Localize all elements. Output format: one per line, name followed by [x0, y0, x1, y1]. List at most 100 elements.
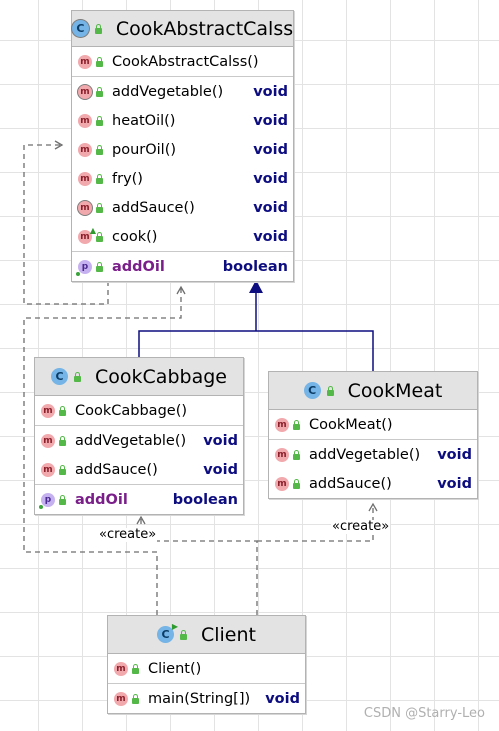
- method-row[interactable]: m addVegetable() void: [35, 426, 243, 455]
- class-name: CookAbstractCalss: [115, 17, 294, 40]
- property-icon: p: [76, 259, 92, 276]
- constructor-row[interactable]: m CookAbstractCalss(): [72, 47, 293, 76]
- class-icon: C: [303, 382, 321, 399]
- method-icon: m: [275, 447, 289, 462]
- method-row[interactable]: m▲cook()void: [72, 222, 293, 251]
- public-lock-icon: [96, 202, 103, 213]
- public-lock-icon: [179, 629, 187, 640]
- public-lock-icon: [132, 663, 139, 674]
- inheritance-arrowhead: [249, 280, 263, 293]
- method-row[interactable]: m main(String[]) void: [108, 684, 305, 713]
- abstract-class-icon: C: [71, 20, 89, 37]
- public-lock-icon: [59, 405, 66, 416]
- method-icon: m: [275, 417, 289, 432]
- public-lock-icon: [96, 173, 103, 184]
- public-lock-icon: [94, 23, 102, 34]
- create-label-left: «create»: [98, 527, 158, 542]
- public-lock-icon: [132, 693, 139, 704]
- method-name: fry(): [112, 170, 143, 187]
- class-box-cook-abstract[interactable]: C CookAbstractCalss m CookAbstractCalss()…: [71, 10, 294, 282]
- method-icon: m: [78, 171, 92, 186]
- methods-section: m addVegetable() void m addSauce() void: [35, 426, 243, 485]
- method-icon: m: [41, 433, 55, 448]
- method-row[interactable]: m addSauce() void: [72, 193, 293, 222]
- method-type: void: [253, 83, 288, 100]
- method-row[interactable]: m fry() void: [72, 164, 293, 193]
- property-icon: p: [39, 492, 55, 509]
- methods-section: m addVegetable() void m heatOil() void m pour…: [72, 77, 293, 252]
- public-lock-icon: [96, 115, 103, 126]
- method-icon: m: [41, 462, 55, 477]
- method-name: cook(): [112, 228, 158, 245]
- public-lock-icon: [96, 56, 103, 67]
- abstract-method-icon: m: [78, 200, 92, 215]
- method-name: addVegetable(): [75, 432, 187, 449]
- constructor-row[interactable]: m CookCabbage(): [35, 396, 243, 425]
- constructor-row[interactable]: m CookMeat(): [269, 410, 477, 439]
- create-label-right: «create»: [331, 519, 391, 534]
- constructor-name: CookMeat(): [309, 416, 393, 433]
- method-icon: m: [41, 403, 55, 418]
- inheritance-edges: [138, 292, 374, 371]
- method-row[interactable]: m addSauce() void: [35, 455, 243, 484]
- class-header: C CookAbstractCalss: [71, 11, 294, 47]
- method-type: void: [253, 199, 288, 216]
- field-type: boolean: [222, 258, 288, 275]
- static-method-icon: m: [114, 691, 128, 706]
- class-header: C CookMeat: [269, 372, 477, 410]
- method-icon: m: [275, 476, 289, 491]
- public-lock-icon: [59, 494, 66, 505]
- fields-section: p addOil boolean: [72, 252, 293, 281]
- field-row[interactable]: p addOil boolean: [72, 252, 293, 281]
- public-lock-icon: [59, 464, 66, 475]
- method-name: addSauce(): [75, 461, 158, 478]
- method-type: void: [253, 170, 288, 187]
- methods-section: m main(String[]) void: [108, 684, 305, 713]
- method-type: void: [203, 432, 238, 449]
- method-icon: m: [78, 113, 92, 128]
- runnable-class-icon: C▶: [156, 623, 178, 643]
- fields-section: p addOil boolean: [35, 485, 243, 514]
- public-lock-icon: [96, 231, 103, 242]
- public-lock-icon: [59, 435, 66, 446]
- public-lock-icon: [96, 86, 103, 97]
- method-row[interactable]: m addSauce() void: [269, 469, 477, 498]
- method-name: addSauce(): [112, 199, 195, 216]
- public-lock-icon: [74, 371, 82, 382]
- field-type: boolean: [172, 491, 238, 508]
- method-name: heatOil(): [112, 112, 176, 129]
- method-type: void: [437, 446, 472, 463]
- method-type: void: [253, 141, 288, 158]
- method-type: void: [437, 475, 472, 492]
- class-header: C▶ Client: [108, 616, 305, 654]
- class-name: CookMeat: [347, 379, 443, 402]
- method-name: main(String[]): [148, 690, 251, 707]
- field-row[interactable]: p addOil boolean: [35, 485, 243, 514]
- public-lock-icon: [293, 478, 300, 489]
- final-method-icon: m▲: [78, 226, 96, 244]
- watermark: CSDN @Starry-Leo: [363, 706, 485, 721]
- method-type: void: [203, 461, 238, 478]
- constructor-name: Client(): [148, 660, 202, 677]
- method-type: void: [265, 690, 300, 707]
- class-name: CookCabbage: [95, 365, 227, 388]
- field-name: addOil: [75, 491, 128, 508]
- method-name: addSauce(): [309, 475, 392, 492]
- field-name: addOil: [112, 258, 165, 275]
- method-icon: m: [78, 54, 92, 69]
- method-name: addVegetable(): [112, 83, 224, 100]
- constructor-name: CookAbstractCalss(): [112, 53, 259, 70]
- method-name: pourOil(): [112, 141, 177, 158]
- constructor-name: CookCabbage(): [75, 402, 188, 419]
- public-lock-icon: [96, 144, 103, 155]
